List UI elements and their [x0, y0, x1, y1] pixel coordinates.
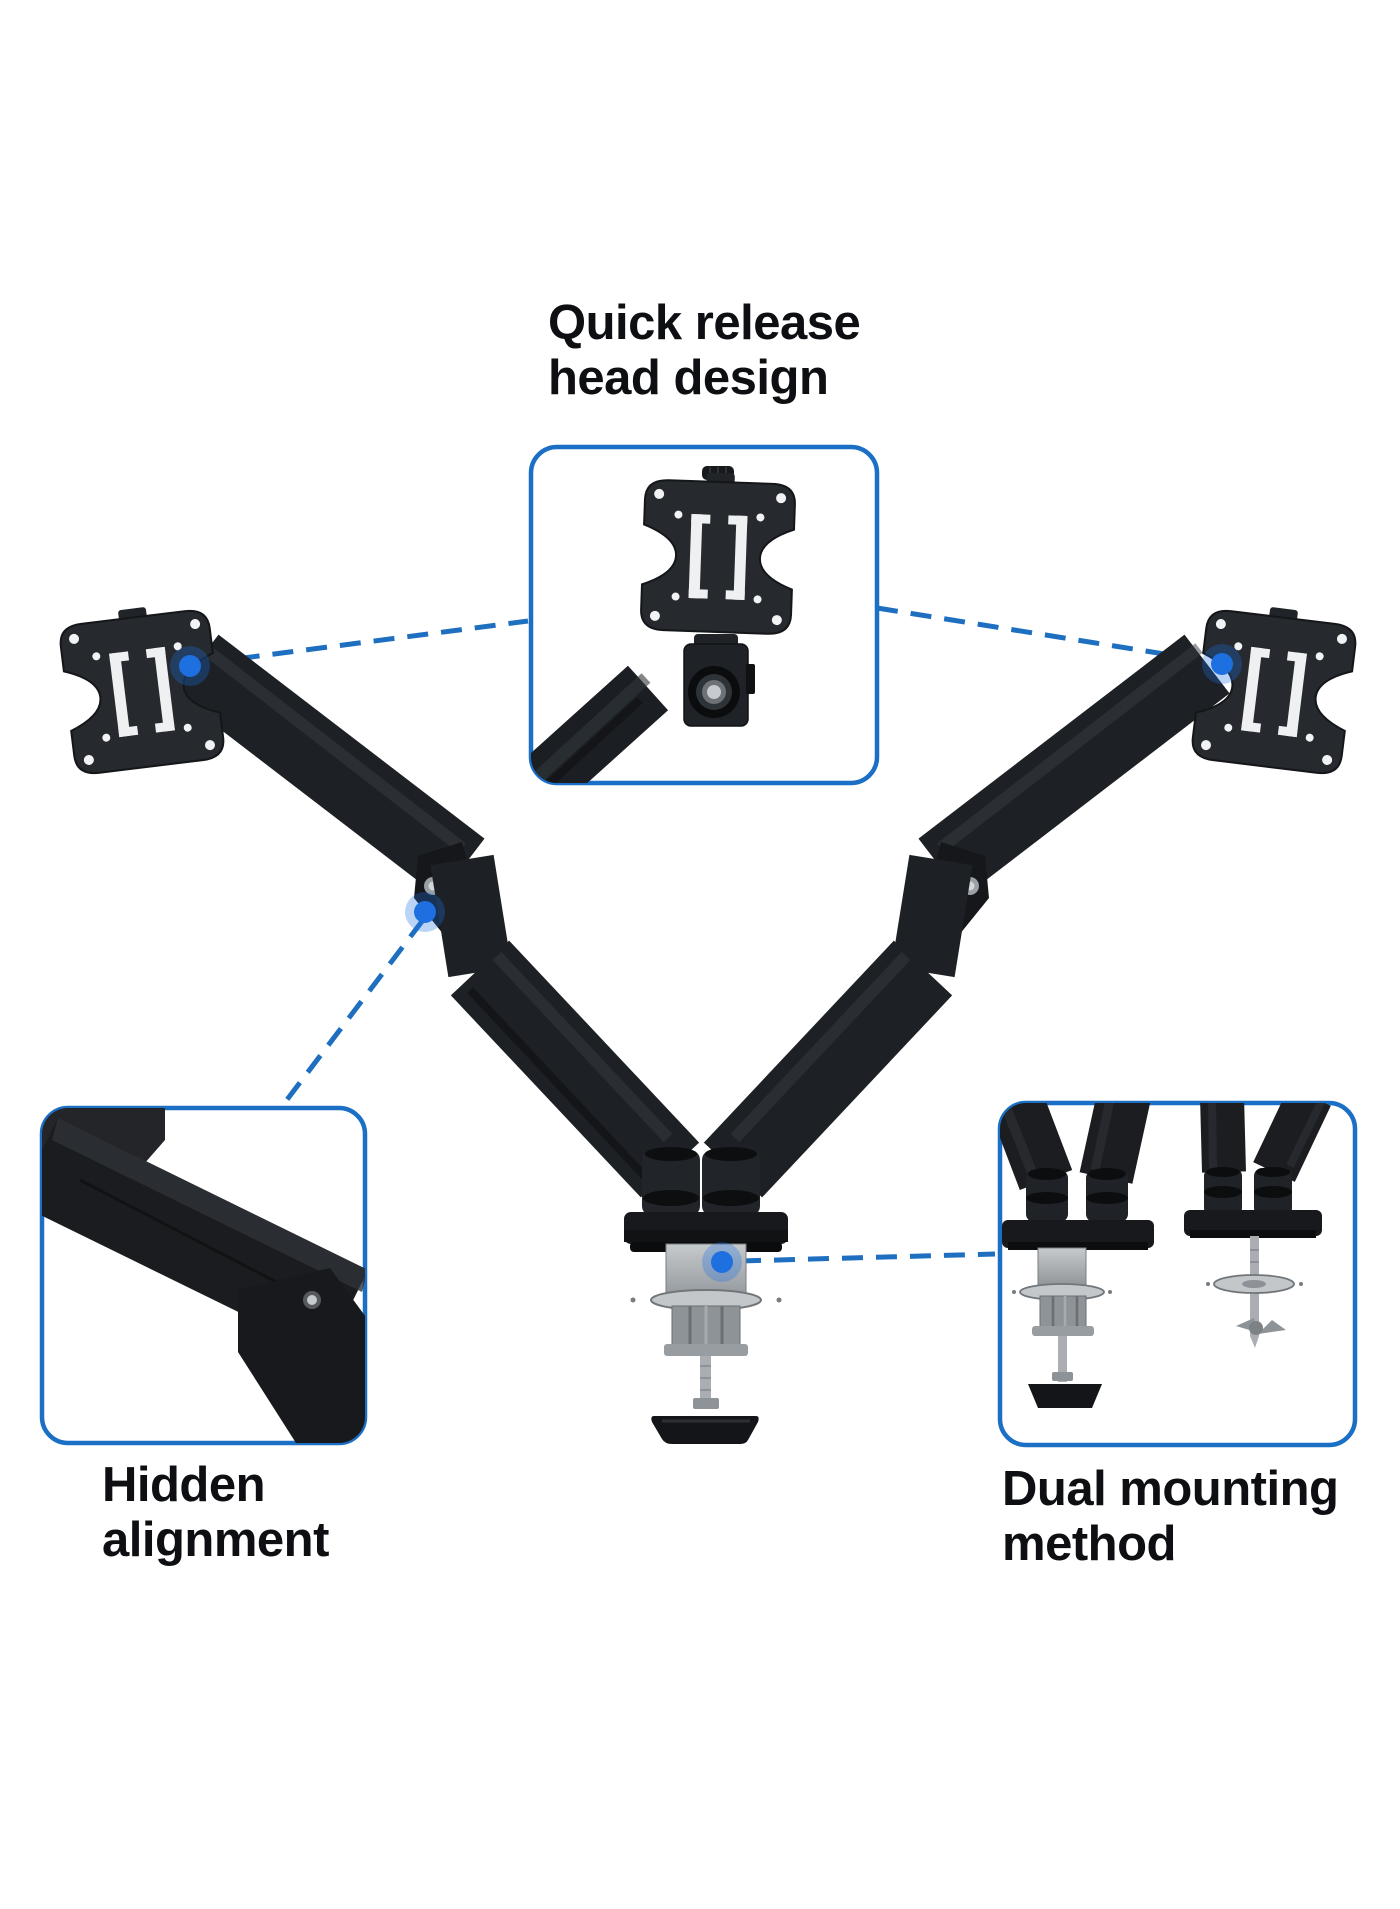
feature-dots [170, 644, 1242, 1282]
dual-mounting-label-line1: Dual mounting [1002, 1462, 1339, 1516]
hidden-alignment-label: Hidden alignment [102, 1458, 329, 1569]
feature-dot-clamp [702, 1242, 742, 1282]
desk-clamp-base [624, 1212, 788, 1444]
callout-box-dual-mounting [997, 1100, 1358, 1448]
clamp-mount-option [1000, 1103, 1154, 1408]
hidden-alignment-detail [42, 1108, 365, 1443]
detail-arm-head [531, 634, 755, 783]
detail-forearm [238, 1268, 365, 1443]
connector-elbow-to-bottom-left-box [281, 918, 425, 1107]
clamp-knob [651, 1416, 759, 1444]
connector-center-box-to-right-vesa [876, 605, 1209, 664]
feature-dot-left-vesa [170, 646, 210, 686]
dual-mounting-label-line2: method [1002, 1517, 1176, 1572]
quick-release-label-line1: Quick release [548, 296, 861, 350]
callout-connector-lines [204, 605, 1209, 1264]
connector-clamp-to-bottom-right-box [739, 1251, 996, 1264]
right-gas-spring-arm [702, 634, 1230, 1216]
connector-left-vesa-to-center-box [204, 618, 529, 666]
callout-box-quick-release [528, 444, 880, 786]
quick-release-label-line2: head design [548, 351, 829, 406]
callout-box-hidden-alignment [39, 1105, 368, 1446]
feature-dot-left-elbow [405, 892, 445, 932]
hidden-alignment-label-line2: alignment [102, 1513, 329, 1568]
hidden-alignment-label-line1: Hidden [102, 1458, 266, 1512]
quick-release-label: Quick release head design [548, 296, 861, 407]
feature-dot-right-vesa [1202, 644, 1242, 684]
grommet-mount-option [1184, 1103, 1331, 1348]
quick-release-detail [531, 466, 797, 783]
dual-mounting-detail [1000, 1103, 1331, 1408]
dual-mounting-label: Dual mounting method [1002, 1462, 1339, 1573]
